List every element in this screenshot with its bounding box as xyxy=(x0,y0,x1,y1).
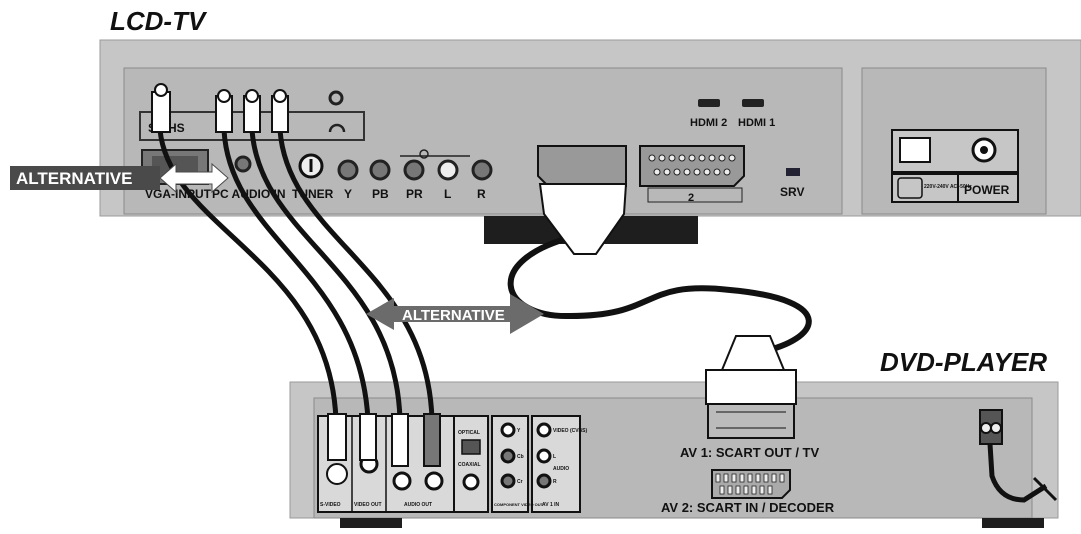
alternative-label-top: ALTERNATIVE xyxy=(16,169,132,188)
coaxial-label: COAXIAL xyxy=(458,462,481,468)
hdmi2-label: HDMI 2 xyxy=(690,117,727,129)
optical-label: OPTICAL xyxy=(458,430,480,436)
video-out-label: VIDEO OUT xyxy=(354,502,382,508)
av1in-label: AV 1 IN xyxy=(542,502,560,508)
dvd-side-plugs xyxy=(326,413,441,485)
alternative-label-middle: ALTERNATIVE xyxy=(402,307,505,324)
av1in-r-label: R xyxy=(553,479,557,485)
video-cvbs-label: VIDEO (CVBS) xyxy=(553,428,588,434)
tv-side-plugs xyxy=(151,83,289,133)
srv-port xyxy=(786,168,800,176)
component-label: COMPONENT VIDEO OUT xyxy=(494,502,544,507)
power-box: 220V-240V AC~50Hz POWER xyxy=(891,129,1019,203)
cables xyxy=(157,127,812,423)
power-label: POWER xyxy=(964,183,1010,197)
dvd-scart-av2 xyxy=(711,469,791,499)
audio-right-cable xyxy=(277,127,435,423)
srv-label: SRV xyxy=(780,185,804,199)
av2-label: AV 2: SCART IN / DECODER xyxy=(661,500,835,515)
comp-cr-label: Cr xyxy=(517,479,523,485)
power-socket xyxy=(899,137,931,163)
dvd-title: DVD-PLAYER xyxy=(880,347,1047,377)
tv-scart-1 xyxy=(537,145,627,187)
pb-label: PB xyxy=(372,187,389,201)
r-label: R xyxy=(477,187,486,201)
alternative-arrow-top: ALTERNATIVE xyxy=(10,162,229,194)
s-video-label: S-VIDEO xyxy=(320,502,341,508)
tv-title: LCD-TV xyxy=(110,6,208,36)
s-video-cable xyxy=(157,127,339,423)
headphone-jack xyxy=(328,90,344,106)
tv-scart-2 xyxy=(639,145,745,203)
scart-cable xyxy=(507,233,812,355)
scart2-label: 2 xyxy=(688,192,694,204)
l-label: L xyxy=(444,187,451,201)
hdmi2-port xyxy=(698,99,720,107)
hdmi1-port xyxy=(742,99,764,107)
dvd-power-plug xyxy=(979,409,1058,503)
av1-label: AV 1: SCART OUT / TV xyxy=(680,445,819,460)
component-jacks xyxy=(337,149,493,181)
dvd-scart-av1 xyxy=(707,403,795,439)
pc-audio-jack xyxy=(234,155,252,173)
hdmi1-label: HDMI 1 xyxy=(738,117,775,129)
scart-plug-tv xyxy=(538,183,628,255)
y-label: Y xyxy=(344,187,352,201)
pr-label: PR xyxy=(406,187,423,201)
headphone-icon xyxy=(328,123,346,133)
pc-audio-label: PC AUDIO IN xyxy=(212,187,286,201)
scart-plug-dvd xyxy=(705,335,797,405)
video-cable xyxy=(221,127,371,423)
av1in-audio-label: AUDIO xyxy=(553,466,569,472)
audio-out-label: AUDIO OUT xyxy=(404,502,432,508)
av1in-l-label: L xyxy=(553,454,556,460)
alternative-arrow-middle: ALTERNATIVE xyxy=(366,294,544,334)
comp-y-label: Y xyxy=(517,428,521,434)
voltage-label: 220V-240V AC~50Hz xyxy=(924,184,972,190)
comp-cb-label: Cb xyxy=(517,454,524,460)
audio-left-cable xyxy=(249,127,403,423)
dvd-output-block xyxy=(317,415,581,513)
